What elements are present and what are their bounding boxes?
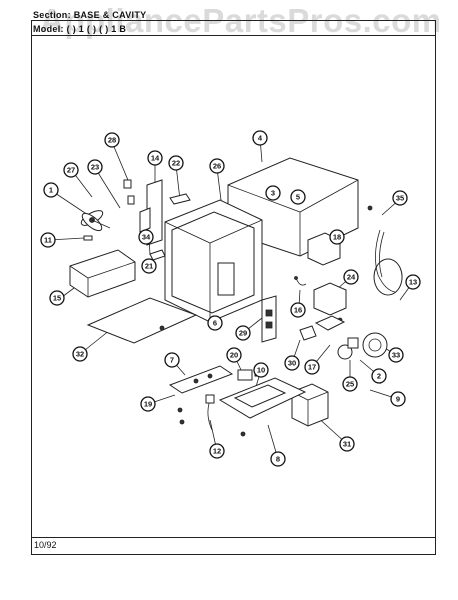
oven-cavity <box>164 199 263 323</box>
callout-35: 35 <box>392 190 408 206</box>
wire-harness <box>375 229 396 293</box>
callout-7: 7 <box>164 352 180 368</box>
svg-text:25: 25 <box>346 380 354 389</box>
callout-33: 33 <box>388 347 404 363</box>
motor-assembly <box>337 258 403 360</box>
svg-text:2: 2 <box>377 372 381 381</box>
svg-text:15: 15 <box>53 294 61 303</box>
fan-blade <box>80 210 111 232</box>
svg-text:33: 33 <box>392 351 400 360</box>
header-divider <box>31 35 436 36</box>
svg-text:1: 1 <box>49 186 53 195</box>
callout-21: 21 <box>141 258 157 274</box>
callout-1: 1 <box>43 182 59 198</box>
callout-18: 18 <box>329 229 345 245</box>
svg-text:16: 16 <box>294 306 302 315</box>
callout-30: 30 <box>284 355 300 371</box>
footer-date: 10/92 <box>34 540 57 550</box>
left-panel <box>139 179 163 246</box>
callout-31: 31 <box>339 436 355 452</box>
svg-text:8: 8 <box>276 455 280 464</box>
sensor-wire <box>205 394 215 431</box>
svg-text:13: 13 <box>409 278 417 287</box>
callout-23: 23 <box>87 159 103 175</box>
small-parts <box>83 179 191 261</box>
callouts: 1 2 3 4 5 6 7 8 9 10 11 12 13 14 15 16 1… <box>40 130 421 467</box>
callout-3: 3 <box>265 185 281 201</box>
svg-text:26: 26 <box>213 162 221 171</box>
svg-text:19: 19 <box>144 400 152 409</box>
svg-text:18: 18 <box>333 233 341 242</box>
callout-24: 24 <box>343 269 359 285</box>
fuse-holder <box>294 276 307 286</box>
callout-9: 9 <box>390 391 406 407</box>
svg-text:21: 21 <box>145 262 153 271</box>
svg-text:6: 6 <box>213 319 217 328</box>
svg-text:17: 17 <box>308 363 316 372</box>
stirrer-bracket <box>299 325 317 341</box>
callout-10: 10 <box>253 362 269 378</box>
svg-text:5: 5 <box>296 193 300 202</box>
svg-text:31: 31 <box>343 440 351 449</box>
callout-11: 11 <box>40 232 56 248</box>
callout-32: 32 <box>72 346 88 362</box>
callout-2: 2 <box>371 368 387 384</box>
svg-text:22: 22 <box>172 159 180 168</box>
svg-text:12: 12 <box>213 447 221 456</box>
callout-22: 22 <box>168 155 184 171</box>
bottom-plate <box>86 297 198 344</box>
svg-text:35: 35 <box>396 194 404 203</box>
callout-15: 15 <box>49 290 65 306</box>
callout-17: 17 <box>304 359 320 375</box>
control-bracket <box>168 365 234 394</box>
callout-20: 20 <box>226 347 242 363</box>
callout-14: 14 <box>147 150 163 166</box>
model-title: Model: ( ) 1 ( ) ( ) 1 B <box>33 24 127 34</box>
callout-29: 29 <box>235 325 251 341</box>
magnetron <box>313 282 347 331</box>
callout-27: 27 <box>63 162 79 178</box>
svg-text:3: 3 <box>271 189 275 198</box>
svg-text:30: 30 <box>288 359 296 368</box>
interlock-switch <box>261 295 277 343</box>
svg-text:32: 32 <box>76 350 84 359</box>
svg-text:4: 4 <box>258 134 263 143</box>
callout-16: 16 <box>290 302 306 318</box>
callout-25: 25 <box>342 376 358 392</box>
air-duct <box>69 249 136 298</box>
svg-text:7: 7 <box>170 356 174 365</box>
callout-34: 34 <box>138 229 154 245</box>
callout-8: 8 <box>270 451 286 467</box>
svg-text:23: 23 <box>91 163 99 172</box>
callout-26: 26 <box>209 158 225 174</box>
callout-19: 19 <box>140 396 156 412</box>
base-plate <box>218 377 307 419</box>
callout-6: 6 <box>207 315 223 331</box>
svg-text:14: 14 <box>151 154 160 163</box>
svg-text:9: 9 <box>396 395 400 404</box>
svg-text:28: 28 <box>108 136 116 145</box>
svg-text:10: 10 <box>257 366 265 375</box>
diagram-frame <box>31 20 436 555</box>
svg-text:24: 24 <box>347 273 356 282</box>
svg-text:27: 27 <box>67 166 75 175</box>
svg-text:34: 34 <box>142 233 151 242</box>
svg-text:11: 11 <box>44 236 52 245</box>
svg-text:20: 20 <box>230 351 238 360</box>
callout-4: 4 <box>252 130 268 146</box>
callout-12: 12 <box>209 443 225 459</box>
footer-divider <box>31 537 436 538</box>
callout-28: 28 <box>104 132 120 148</box>
callout-13: 13 <box>405 274 421 290</box>
svg-text:29: 29 <box>239 329 247 338</box>
callout-5: 5 <box>290 189 306 205</box>
section-title: Section: BASE & CAVITY <box>33 10 147 20</box>
